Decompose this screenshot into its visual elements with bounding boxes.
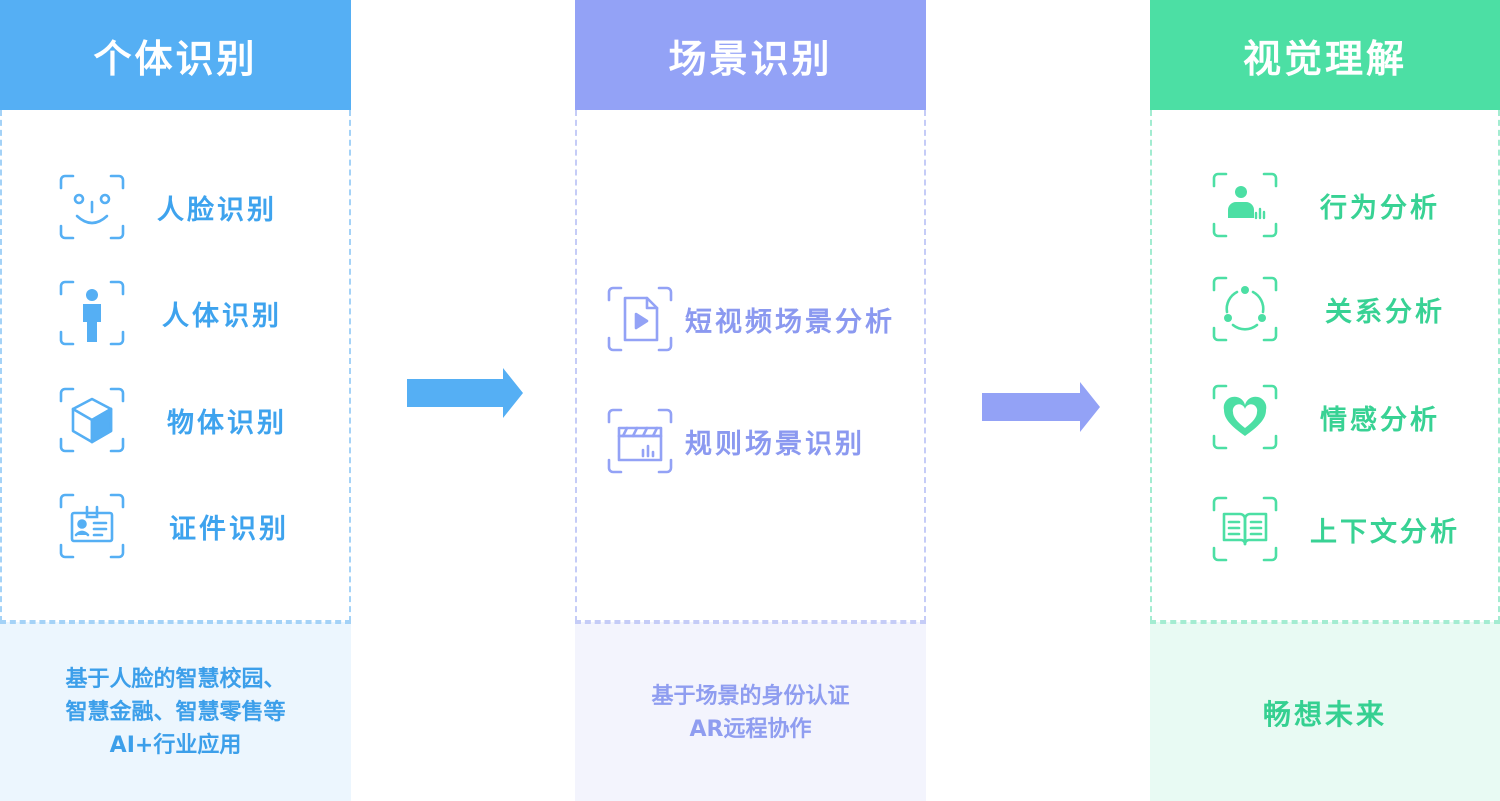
- column-footer: 基于场景的身份认证 AR远程协作: [575, 622, 926, 801]
- list-item-face-recognition: 人脸识别: [57, 172, 277, 242]
- video-file-icon: [605, 284, 675, 354]
- item-label: 情感分析: [1320, 404, 1440, 436]
- column-footer: 基于人脸的智慧校园、 智慧金融、智慧零售等 AI+行业应用: [0, 622, 351, 801]
- book-icon: [1210, 494, 1280, 564]
- list-item-object-recognition: 物体识别: [57, 385, 287, 455]
- flow-arrow-right: [982, 382, 1100, 432]
- column-title: 场景识别: [575, 0, 926, 110]
- id-card-icon: [57, 491, 127, 561]
- footer-line: 智慧金融、智慧零售等: [65, 700, 286, 725]
- flow-arrow-right: [407, 368, 523, 418]
- heart-icon: [1210, 382, 1280, 452]
- list-item-id-recognition: 证件识别: [57, 491, 289, 561]
- item-label: 人脸识别: [157, 194, 277, 226]
- column-footer: 畅想未来: [1150, 622, 1500, 801]
- item-label: 证件识别: [169, 513, 289, 545]
- list-item-emotion-analysis: 情感分析: [1210, 382, 1440, 452]
- column-scene-recognition: 场景识别 短视频场景分析: [575, 0, 926, 801]
- column-visual-understanding: 视觉理解 行为分析: [1150, 0, 1500, 801]
- list-item-body-recognition: 人体识别: [57, 278, 282, 348]
- person-chart-icon: [1210, 170, 1280, 240]
- list-item-context-analysis: 上下文分析: [1210, 494, 1460, 564]
- item-label: 上下文分析: [1310, 516, 1460, 548]
- column-body: 短视频场景分析 规则场景识别: [575, 110, 926, 622]
- item-label: 物体识别: [167, 407, 287, 439]
- column-title: 视觉理解: [1150, 0, 1500, 110]
- item-label: 关系分析: [1325, 296, 1445, 328]
- list-item-short-video-scene: 短视频场景分析: [605, 284, 895, 354]
- person-icon: [57, 278, 127, 348]
- item-label: 行为分析: [1320, 192, 1440, 224]
- column-title: 个体识别: [0, 0, 351, 110]
- footer-line: 基于场景的身份认证: [651, 683, 850, 709]
- footer-line: 畅想未来: [1262, 697, 1387, 731]
- box-icon: [57, 385, 127, 455]
- network-icon: [1210, 274, 1280, 344]
- footer-line: AI+行业应用: [109, 733, 242, 758]
- column-body: 人脸识别 人体识别 物体识别: [0, 110, 351, 622]
- column-individual-recognition: 个体识别 人脸识别 人体识别: [0, 0, 351, 801]
- item-label: 人体识别: [162, 300, 282, 332]
- list-item-relation-analysis: 关系分析: [1210, 274, 1445, 344]
- list-item-behavior-analysis: 行为分析: [1210, 170, 1440, 240]
- footer-line: 基于人脸的智慧校园、: [65, 667, 286, 692]
- list-item-rule-scene: 规则场景识别: [605, 406, 865, 476]
- face-icon: [57, 172, 127, 242]
- column-body: 行为分析 关系分析: [1150, 110, 1500, 622]
- footer-line: AR远程协作: [689, 716, 812, 742]
- item-label: 规则场景识别: [685, 428, 865, 460]
- clapperboard-icon: [605, 406, 675, 476]
- item-label: 短视频场景分析: [685, 306, 895, 338]
